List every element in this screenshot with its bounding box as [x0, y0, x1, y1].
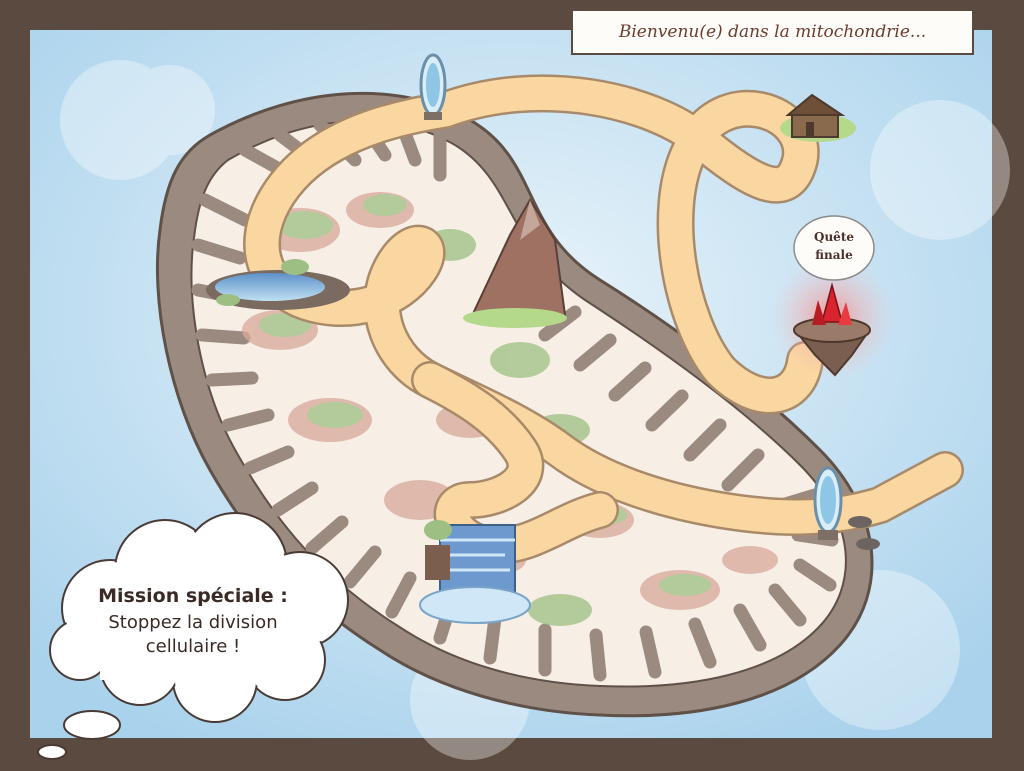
mission-cloud	[37, 512, 349, 760]
mountain-icon[interactable]	[463, 198, 567, 328]
final-quest-label: Quête finale	[796, 228, 872, 264]
red-crystal-icon	[812, 282, 852, 325]
final-quest-line-1: Quête	[814, 230, 854, 244]
mission-line-2: cellulaire !	[145, 636, 241, 657]
mission-line-1: Stoppez la division	[108, 612, 278, 633]
portal-top[interactable]	[419, 53, 447, 120]
final-quest-line-2: finale	[815, 248, 853, 262]
pond-icon[interactable]	[206, 259, 350, 310]
waterfall-icon[interactable]	[419, 520, 531, 624]
quest-path	[262, 93, 945, 565]
house-icon[interactable]	[780, 93, 856, 142]
mission-title: Mission spéciale :	[98, 585, 288, 607]
portal-right[interactable]	[813, 466, 880, 550]
page-title: Bienvenu(e) dans la mitochondrie...	[571, 9, 974, 55]
final-quest-bubble	[793, 215, 875, 281]
mission-text: Mission spéciale : Stoppez la division c…	[62, 585, 324, 659]
final-quest-island[interactable]	[770, 256, 894, 380]
